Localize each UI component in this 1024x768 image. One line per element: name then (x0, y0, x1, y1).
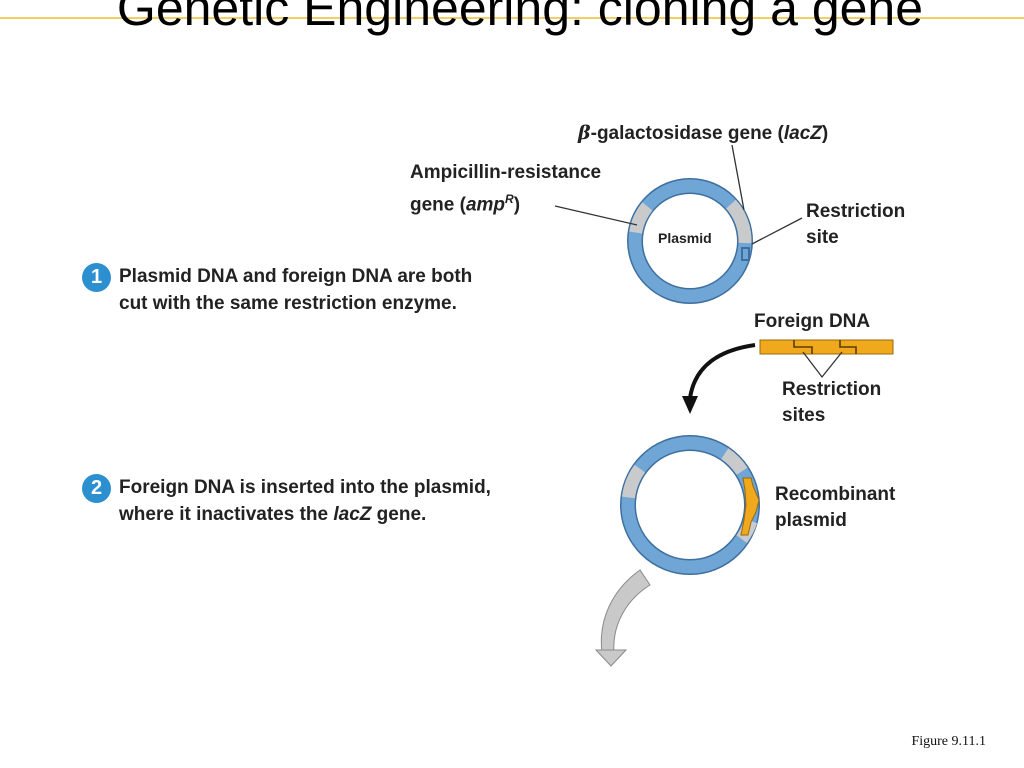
amp-leader-line (554, 205, 638, 226)
step-1-line2: cut with the same restriction enzyme. (119, 293, 457, 314)
step-2-prefix: where it inactivates the (119, 504, 334, 525)
restriction-site-mark (741, 247, 750, 261)
step-1-text: Plasmid DNA and foreign DNA are both cut… (119, 263, 472, 317)
beta-gal-close: ) (821, 123, 829, 144)
amp-gene-segment-2 (621, 464, 646, 499)
restriction-sites-label: Restriction sites (782, 377, 881, 429)
ampicillin-resistance-label: Ampicillin-resistance gene (ampR) (410, 160, 601, 218)
figure-reference: Figure 9.11.1 (911, 734, 986, 749)
restriction-sites-line1: Restriction (782, 379, 882, 400)
lacz-leader-line (731, 144, 745, 211)
step-2-line2: where it inactivates the lacZ gene. (119, 501, 491, 528)
beta-gal-text: -galactosidase gene ( (590, 123, 784, 144)
step-2-italic: lacZ (333, 504, 372, 525)
process-arrow (688, 343, 756, 399)
restriction-site-line2: site (806, 227, 839, 248)
foreign-dna-label: Foreign DNA (754, 311, 871, 332)
beta-gal-italic: lacZ (783, 123, 822, 144)
recombinant-plasmid (620, 435, 760, 575)
lacz-gene-segment (725, 199, 752, 244)
restriction-site-line1: Restriction (806, 201, 906, 222)
amp-label-line1: Ampicillin-resistance (410, 162, 602, 183)
step-2-suffix: gene. (371, 504, 427, 525)
plasmid-center-label: Plasmid (658, 230, 712, 246)
next-step-arrow (594, 569, 651, 667)
lacz-gene-segment-2 (720, 448, 748, 475)
recombinant-line1: Recombinant (775, 484, 896, 505)
beta-symbol: β (578, 122, 591, 144)
plasmid-1 (627, 178, 753, 304)
restriction-site-label: Restriction site (806, 199, 905, 251)
amp-label-sup: R (505, 192, 514, 206)
slide-title: Genetic Engineering: cloning a gene (116, 0, 924, 36)
step-1-line1: Plasmid DNA and foreign DNA are both (119, 266, 473, 287)
step-2-text: Foreign DNA is inserted into the plasmid… (119, 474, 491, 528)
beta-galactosidase-label: β-galactosidase gene (lacZ) (578, 120, 828, 147)
amp-gene-segment (629, 202, 653, 234)
step-1-badge: 1 (82, 263, 111, 292)
amp-label-prefix: gene ( (410, 194, 466, 216)
amp-label-close: ) (513, 194, 521, 216)
step-2-badge: 2 (82, 474, 111, 503)
title-rule (0, 17, 1024, 19)
restriction-sites-line2: sites (782, 405, 826, 426)
restriction-sites-leader (802, 351, 843, 379)
step-2-line1: Foreign DNA is inserted into the plasmid… (119, 477, 491, 498)
recombinant-plasmid-label: Recombinant plasmid (775, 482, 895, 534)
recombinant-line2: plasmid (775, 510, 847, 531)
amp-label-line2: gene (ampR) (410, 186, 601, 218)
process-arrowhead (682, 396, 698, 414)
restriction-site-leader-line (751, 217, 803, 245)
inserted-foreign-dna (740, 477, 760, 536)
foreign-dna-strand (759, 339, 894, 355)
amp-label-italic: amp (465, 194, 506, 216)
